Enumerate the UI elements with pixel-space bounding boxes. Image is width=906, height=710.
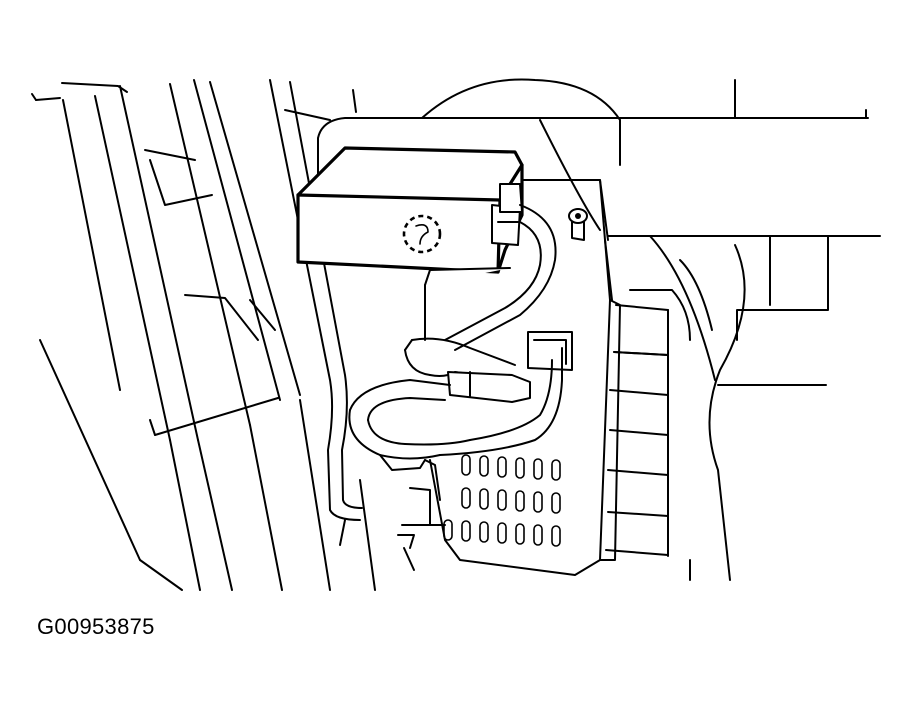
block-connector-socket bbox=[527, 331, 573, 371]
pillar-bracket bbox=[269, 79, 376, 591]
wire-harness bbox=[348, 204, 563, 501]
relay-unit bbox=[296, 146, 524, 274]
relay-connector bbox=[491, 183, 523, 246]
relay-mounting-location-icon bbox=[402, 214, 442, 254]
fuse-slots-side bbox=[605, 289, 691, 557]
fuse-grid-front bbox=[443, 454, 561, 547]
upper-housing bbox=[317, 78, 881, 581]
mounting-bolt-icon bbox=[568, 208, 588, 241]
junction-block bbox=[424, 179, 691, 576]
figure-code: G00953875 bbox=[37, 614, 155, 639]
left-pillar-trim bbox=[31, 79, 331, 591]
lower-clips bbox=[397, 487, 446, 571]
